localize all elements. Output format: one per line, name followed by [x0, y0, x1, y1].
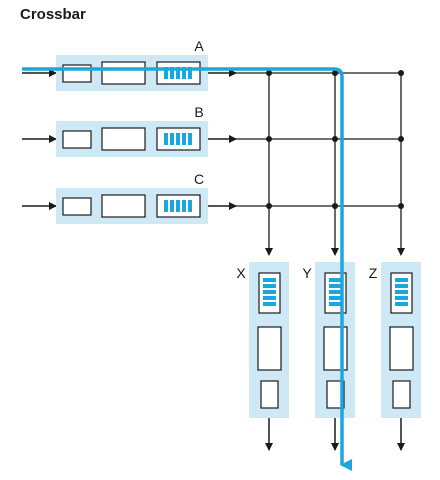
packet-1	[329, 278, 342, 282]
input-port-a: A	[22, 38, 237, 91]
packet-5	[395, 302, 408, 306]
output-port-x: X	[236, 262, 289, 451]
crosspoint	[398, 70, 404, 76]
packet-2	[170, 200, 174, 212]
packet-1	[164, 133, 168, 145]
packet-2	[170, 133, 174, 145]
packet-5	[188, 133, 192, 145]
output-ports: X Y Z	[236, 262, 421, 451]
output-label: X	[236, 265, 246, 281]
crosspoint	[332, 136, 338, 142]
output-label: Y	[302, 265, 312, 281]
packet-2	[395, 284, 408, 288]
crosspoint	[332, 70, 338, 76]
input-buffer-large	[101, 127, 146, 151]
packet-1	[395, 278, 408, 282]
crosspoint	[266, 136, 272, 142]
input-label: B	[194, 104, 203, 120]
packet-3	[263, 290, 276, 294]
packet-4	[263, 296, 276, 300]
input-buffer-large	[101, 61, 146, 85]
packet-4	[395, 296, 408, 300]
crosspoint	[266, 70, 272, 76]
packet-2	[329, 284, 342, 288]
output-buffer-small	[326, 380, 345, 409]
packet-5	[263, 302, 276, 306]
output-buffer-small	[392, 380, 411, 409]
switch-fabric	[236, 70, 405, 256]
crosspoint	[398, 203, 404, 209]
input-ports: A B C	[22, 38, 237, 224]
packet-3	[329, 290, 342, 294]
input-buffer-small	[62, 130, 92, 149]
route-path	[22, 67, 352, 471]
packet-1	[263, 278, 276, 282]
output-buffer-small	[260, 380, 279, 409]
output-label: Z	[369, 265, 378, 281]
packet-5	[188, 200, 192, 212]
packet-2	[263, 284, 276, 288]
packet-4	[182, 200, 186, 212]
output-port-z: Z	[369, 262, 421, 451]
input-label: A	[194, 38, 204, 54]
output-port-y: Y	[302, 262, 355, 451]
packet-3	[176, 200, 180, 212]
highlighted-route	[22, 67, 352, 471]
output-buffer-large	[257, 326, 282, 371]
packet-3	[395, 290, 408, 294]
diagram-title: Crossbar	[20, 6, 86, 23]
packet-1	[164, 67, 168, 79]
packet-2	[170, 67, 174, 79]
input-label: C	[194, 171, 204, 187]
packet-3	[176, 133, 180, 145]
crosspoint	[332, 203, 338, 209]
packet-4	[182, 133, 186, 145]
crosspoint	[266, 203, 272, 209]
crosspoint	[398, 136, 404, 142]
packet-3	[176, 67, 180, 79]
packet-1	[164, 200, 168, 212]
output-buffer-large	[389, 326, 414, 371]
input-port-b: B	[22, 104, 237, 157]
input-buffer-small	[62, 197, 92, 216]
input-buffer-large	[101, 194, 146, 218]
packet-4	[182, 67, 186, 79]
packet-5	[188, 67, 192, 79]
packet-5	[329, 302, 342, 306]
packet-4	[329, 296, 342, 300]
input-port-c: C	[22, 171, 237, 224]
